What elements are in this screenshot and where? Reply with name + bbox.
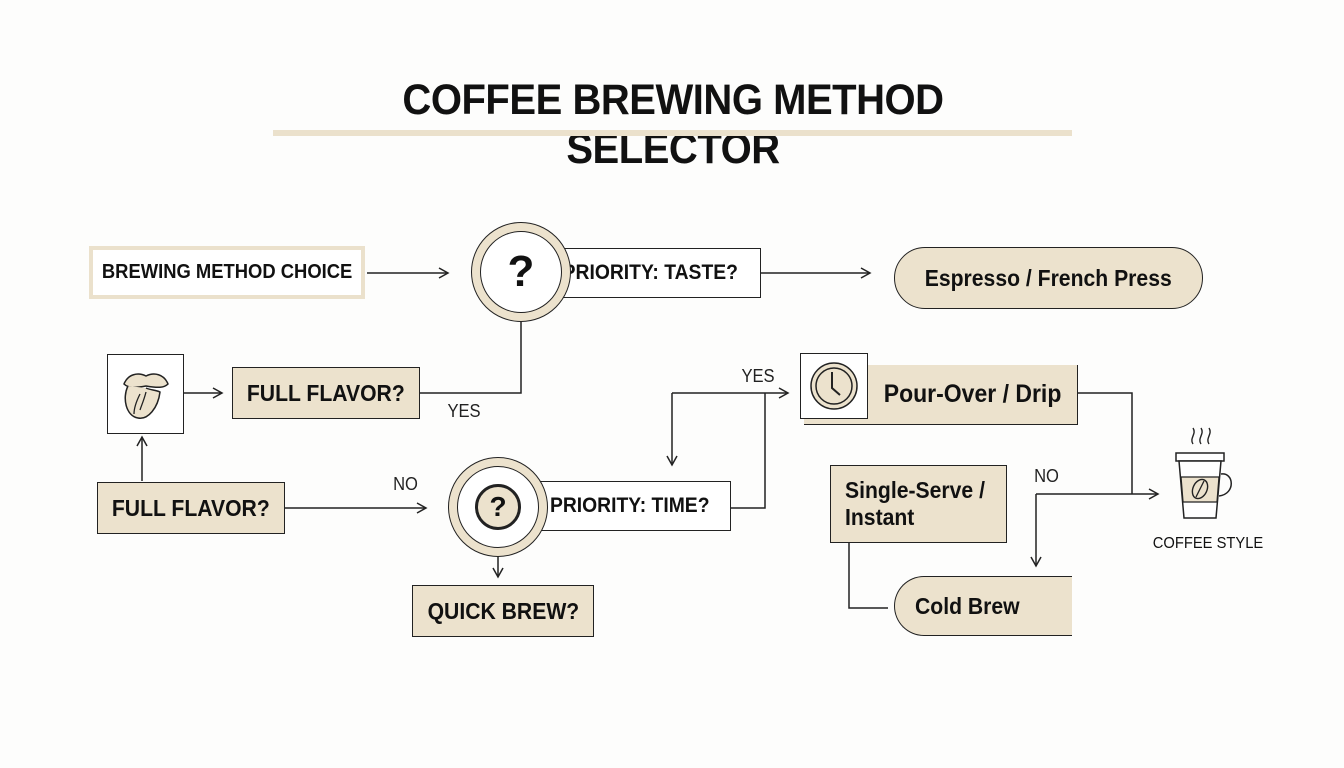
quick-brew-label: QUICK BREW? bbox=[427, 597, 579, 624]
clock-icon-frame bbox=[800, 353, 868, 419]
time-decision-box[interactable]: PRIORITY: TIME? bbox=[540, 481, 731, 531]
start-node-label: BREWING METHOD CHOICE bbox=[101, 261, 353, 283]
espresso-french-press-node[interactable]: Espresso / French Press bbox=[894, 247, 1203, 309]
time-decision-circle[interactable]: ? bbox=[448, 457, 548, 557]
taste-decision-label: PRIORITY: TASTE? bbox=[563, 261, 739, 284]
yes-time-label: YES bbox=[741, 366, 775, 386]
tongue-icon bbox=[122, 373, 169, 419]
yes-taste-label: YES bbox=[447, 401, 481, 421]
time-decision-label: PRIORITY: TIME? bbox=[549, 494, 710, 517]
title-underline bbox=[273, 130, 1072, 136]
question-circle-icon: ? bbox=[475, 484, 521, 530]
full-flavor-bottom-node[interactable]: FULL FLAVOR? bbox=[97, 482, 285, 534]
full-flavor-top-node[interactable]: FULL FLAVOR? bbox=[232, 367, 420, 419]
question-mark-icon: ? bbox=[507, 247, 535, 296]
full-flavor-bottom-label: FULL FLAVOR? bbox=[112, 494, 270, 521]
cold-brew-label: Cold Brew bbox=[915, 592, 1020, 619]
taste-decision-circle[interactable]: ? bbox=[471, 222, 571, 322]
espresso-label: Espresso / French Press bbox=[925, 264, 1172, 291]
cold-brew-node[interactable]: Cold Brew bbox=[894, 576, 1072, 636]
coffee-cup-icon bbox=[1175, 427, 1232, 519]
full-flavor-top-label: FULL FLAVOR? bbox=[247, 379, 405, 406]
no-flavor-label: NO bbox=[393, 474, 418, 494]
taste-icon-frame bbox=[107, 354, 184, 434]
single-serve-label-line1: Single-Serve / bbox=[845, 477, 985, 503]
coffee-style-label: COFFEE STYLE bbox=[1152, 535, 1264, 552]
start-node[interactable]: BREWING METHOD CHOICE bbox=[89, 246, 365, 299]
quick-brew-node[interactable]: QUICK BREW? bbox=[412, 585, 594, 637]
single-serve-node[interactable]: Single-Serve / Instant bbox=[830, 465, 1007, 543]
pour-over-label: Pour-Over / Drip bbox=[883, 380, 1062, 408]
clock-icon bbox=[810, 362, 858, 410]
single-serve-label-line2: Instant bbox=[845, 504, 915, 530]
taste-decision-box[interactable]: PRIORITY: TASTE? bbox=[540, 248, 761, 298]
no-time-label: NO bbox=[1034, 466, 1059, 486]
